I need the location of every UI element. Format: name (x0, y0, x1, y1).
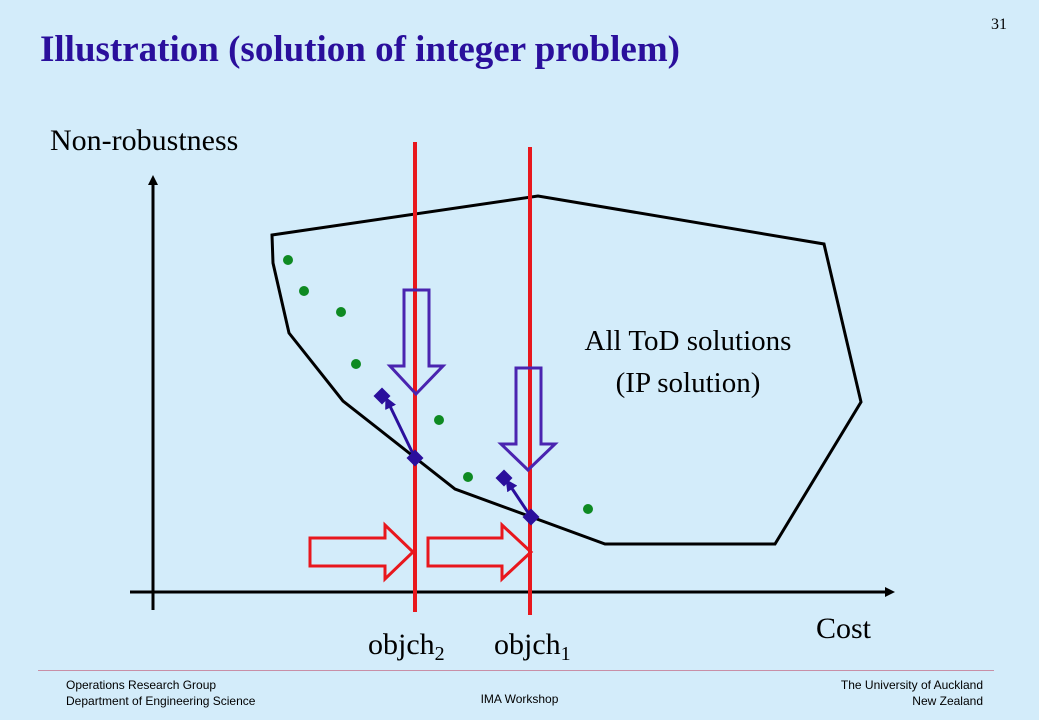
integer-point (463, 472, 473, 482)
integer-point (351, 359, 361, 369)
footer-center: IMA Workshop (480, 692, 559, 706)
feasible-region (270, 194, 863, 546)
solution-diamond (495, 469, 513, 487)
integer-points (283, 255, 593, 514)
down-arrow-right (497, 366, 559, 473)
objch2-label: objch2 (368, 628, 445, 666)
solution-diamond (373, 387, 391, 405)
right-arrow-left (308, 521, 416, 583)
pointer-line (385, 396, 417, 459)
integer-point (434, 415, 444, 425)
footer-left: Operations Research Group Department of … (66, 677, 255, 709)
right-arrow-right (426, 521, 534, 583)
footer-divider (38, 670, 994, 671)
region-label-line1: All ToD solutions (584, 325, 792, 357)
integer-point (299, 286, 309, 296)
slide-title: Illustration (solution of integer proble… (40, 29, 680, 70)
x-axis-label: Cost (816, 612, 872, 645)
integer-point (583, 504, 593, 514)
region-label-line2: (IP solution) (615, 367, 761, 399)
down-arrow-left (386, 288, 447, 397)
region-label: All ToD solutions (IP solution) (548, 320, 828, 404)
solution-diamond (522, 508, 540, 526)
y-axis-label: Non-robustness (50, 124, 239, 157)
objch1-subscript: 1 (560, 643, 571, 665)
objch2-base: objch (368, 628, 435, 661)
integer-point (283, 255, 293, 265)
objch2-subscript: 2 (434, 643, 445, 665)
solution-diamond (406, 449, 424, 467)
solution-diamonds (373, 387, 540, 526)
objch1-label: objch1 (494, 628, 571, 666)
footer-right: The University of Auckland New Zealand (841, 677, 983, 709)
objch1-base: objch (494, 628, 561, 661)
footer-dept: Department of Engineering Science (66, 694, 256, 708)
footer-org: Operations Research Group (66, 678, 217, 692)
integer-point (336, 307, 346, 317)
pointer-line (505, 479, 533, 518)
footer-country: New Zealand (912, 694, 983, 708)
page-number: 31 (991, 16, 1007, 33)
footer-university: The University of Auckland (840, 678, 983, 692)
